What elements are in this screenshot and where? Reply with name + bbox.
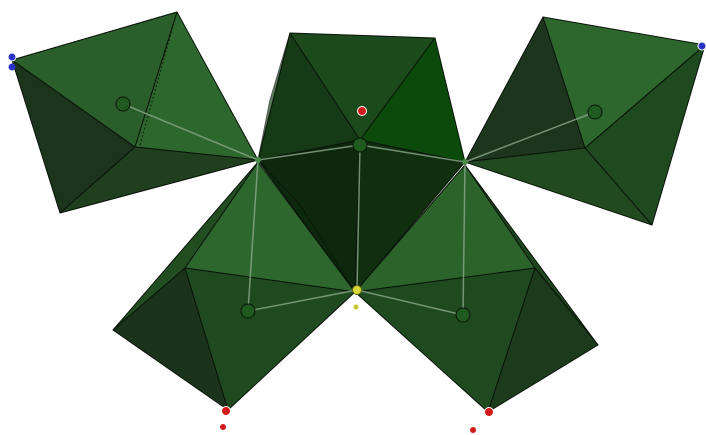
nitrogen-atom bbox=[8, 53, 16, 61]
sulfur-atom bbox=[353, 286, 362, 295]
oxygen-atom bbox=[470, 427, 476, 433]
octahedron-upper-left bbox=[12, 12, 258, 213]
nitrogen-atom bbox=[698, 42, 706, 50]
oxygen-atom bbox=[220, 424, 226, 430]
nitrogen-atom bbox=[9, 64, 16, 71]
central-atom bbox=[353, 138, 367, 152]
octahedron-upper-right bbox=[465, 17, 705, 225]
oxygen-atom bbox=[222, 407, 231, 416]
oxygen-atom bbox=[358, 107, 367, 116]
central-atom bbox=[588, 105, 602, 119]
sulfur-atom bbox=[354, 305, 359, 310]
central-atom bbox=[241, 304, 255, 318]
central-atom bbox=[456, 308, 470, 322]
corner-atom bbox=[462, 159, 468, 165]
central-atom bbox=[116, 97, 130, 111]
corner-atom bbox=[255, 157, 261, 163]
oxygen-atom bbox=[485, 408, 494, 417]
